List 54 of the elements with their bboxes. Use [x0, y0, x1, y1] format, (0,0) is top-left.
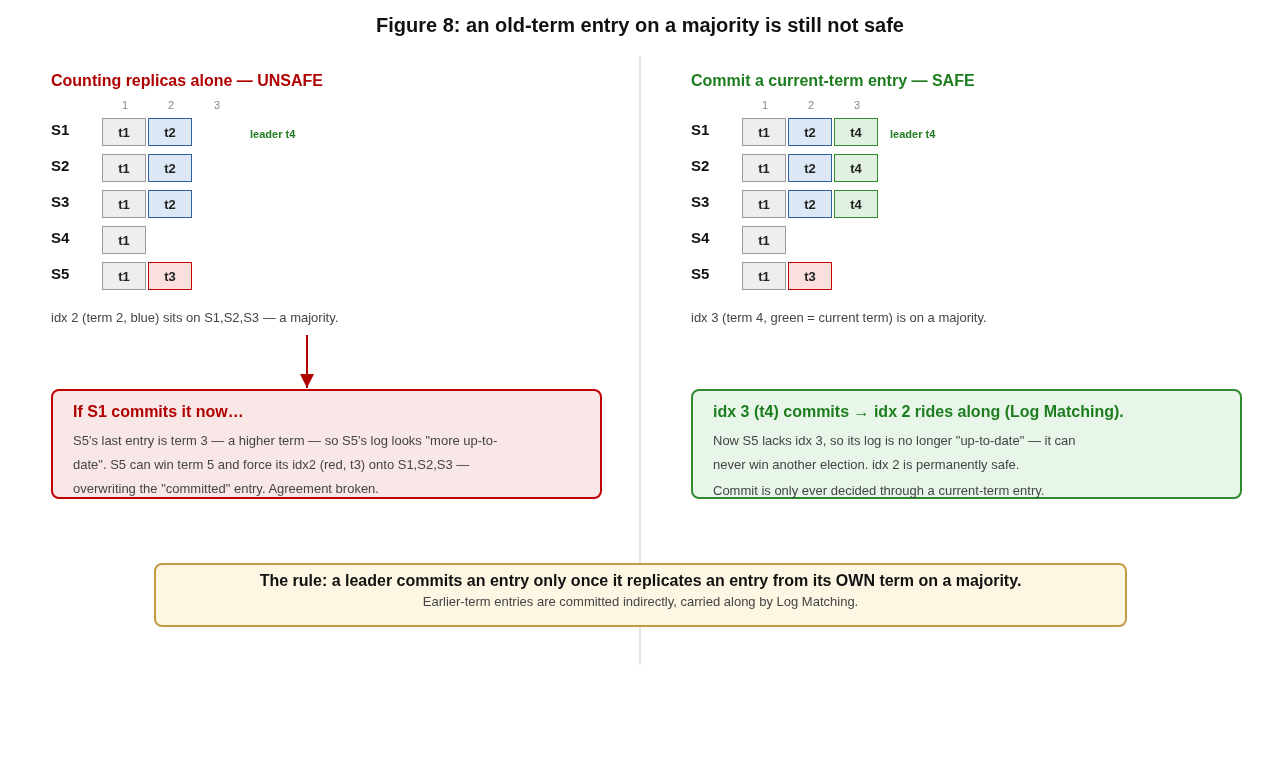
column-index: 2 [807, 99, 815, 111]
server-name: S5 [691, 265, 710, 282]
log-entry-cell: t3 [148, 262, 192, 290]
box-heading: idx 3 (t4) commits → idx 2 rides along (Log Matching). [713, 403, 1125, 421]
callout-box [691, 389, 1242, 499]
caption-text: idx 2 (term 2, blue) sits on S1,S2,S3 — a majority. [51, 310, 339, 325]
log-entry-cell: t4 [834, 118, 878, 146]
server-name: S1 [691, 121, 710, 138]
log-entry-cell: t1 [742, 118, 786, 146]
column-index: 3 [853, 99, 861, 111]
column-index: 3 [213, 99, 221, 111]
server-name: S5 [51, 265, 70, 282]
log-entry-cell: t1 [102, 262, 146, 290]
server-name: S1 [51, 121, 70, 138]
log-entry-cell: t2 [148, 118, 192, 146]
log-entry-cell: t2 [148, 154, 192, 182]
log-entry-cell: t1 [102, 118, 146, 146]
panel-heading: Commit a current-term entry — SAFE [691, 72, 975, 90]
column-index: 1 [121, 99, 129, 111]
log-entry-cell: t2 [788, 118, 832, 146]
callout-box [51, 389, 602, 499]
log-entry-cell: t1 [102, 154, 146, 182]
box-text: Earlier-term entries are committed indirectly, carried along by Log Matching. [421, 593, 860, 611]
log-entry-cell: t1 [102, 226, 146, 254]
box-heading: The rule: a leader commits an entry only once it replicates an entry from its OWN term on a majority. [258, 572, 1023, 590]
log-entry-cell: t3 [788, 262, 832, 290]
server-name: S2 [51, 157, 70, 174]
server-name: S3 [691, 193, 710, 210]
server-name: S3 [51, 193, 70, 210]
log-entry-cell: t1 [742, 154, 786, 182]
log-entry-cell: t4 [834, 154, 878, 182]
log-entry-cell: t1 [102, 190, 146, 218]
leader-note: leader t4 [890, 128, 936, 140]
log-entry-cell: t1 [742, 262, 786, 290]
log-entry-cell: t2 [788, 154, 832, 182]
box-heading: If S1 commits it now… [73, 403, 245, 421]
box-text: S5's last entry is term 3 — a higher term — so S5's log looks "more up-to-date". S5 can win term 5 and force its idx2 (red, t3) onto S1,S2,S3 — overwriting the "committed" entry. Agreement broken. [73, 432, 499, 499]
server-name: S4 [51, 229, 70, 246]
column-index: 1 [761, 99, 769, 111]
figure-title: Figure 8: an old-term entry on a majority is still not safe [375, 14, 905, 37]
caption-text: idx 3 (term 4, green = current term) is on a majority. [691, 310, 987, 325]
server-name: S2 [691, 157, 710, 174]
column-index: 2 [167, 99, 175, 111]
leader-note: leader t4 [250, 128, 296, 140]
log-entry-cell: t1 [742, 226, 786, 254]
log-entry-cell: t4 [834, 190, 878, 218]
log-entry-cell: t2 [788, 190, 832, 218]
box-text: Commit is only ever decided through a current-term entry. [713, 482, 1046, 501]
log-entry-cell: t2 [148, 190, 192, 218]
server-name: S4 [691, 229, 710, 246]
arrow [300, 334, 314, 389]
log-entry-cell: t1 [742, 190, 786, 218]
panel-heading: Counting replicas alone — UNSAFE [51, 72, 324, 90]
box-text: Now S5 lacks idx 3, so its log is no longer "up-to-date" — it can never win another election. idx 2 is permanently safe. [713, 432, 1077, 475]
